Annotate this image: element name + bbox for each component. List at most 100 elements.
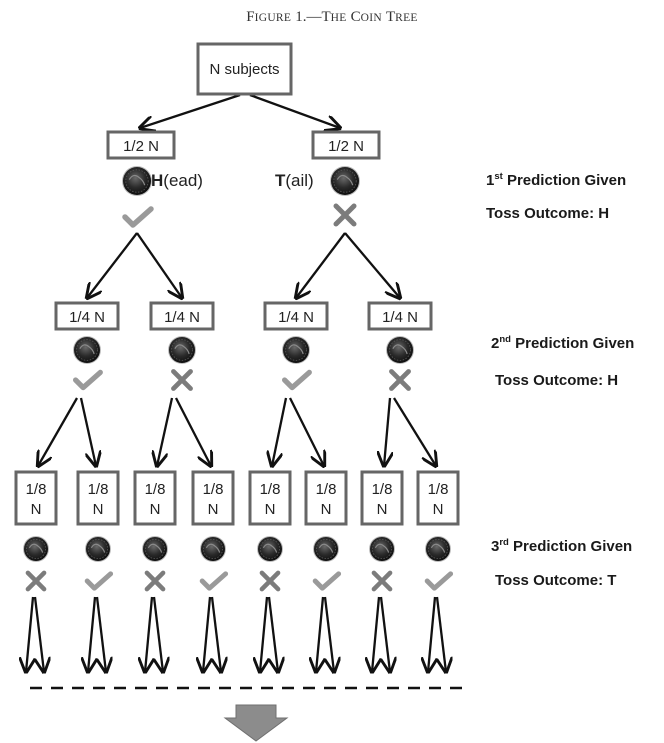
round2-outcome-label: Toss Outcome: H — [495, 372, 619, 389]
coin-icon — [386, 336, 414, 364]
tree-edge-arrow — [249, 93, 340, 128]
level2-node-box — [54, 301, 120, 331]
coin-icon — [23, 536, 49, 562]
coin-icon — [85, 536, 111, 562]
level3-node-box — [248, 470, 292, 526]
coin-edge-dots — [144, 539, 165, 560]
coin-face — [24, 537, 48, 561]
level3-node-unit: N — [377, 501, 388, 518]
check-mark-icon — [199, 571, 229, 591]
tree-edge-arrow — [260, 596, 267, 672]
tree-edge-arrow — [88, 596, 95, 672]
coin-face — [331, 167, 359, 195]
round1-ordinal: 1 — [486, 172, 495, 189]
cross-stroke — [25, 570, 47, 592]
level3-node-fraction: 1/8 — [260, 481, 281, 498]
coin-edge-dots — [333, 169, 357, 193]
level2-node-box — [367, 301, 433, 331]
level1-node-box — [311, 130, 381, 160]
level2-node: 1/4 N — [263, 301, 329, 331]
coin-face — [258, 537, 282, 561]
level3-node-box — [14, 470, 58, 526]
coin-edge-dots — [25, 539, 47, 560]
cross-mark-icon — [371, 570, 393, 592]
tree-edge-arrow — [344, 232, 400, 298]
tree-edge-arrow — [210, 596, 221, 672]
check-mark-icon — [312, 571, 342, 591]
level1-node-right: 1/2 N — [311, 130, 381, 160]
heads-letter: H — [151, 171, 164, 190]
down-arrow-icon — [223, 704, 289, 742]
coin-relief — [430, 543, 446, 553]
level2-node-box — [263, 301, 329, 331]
coin-edge-dots — [171, 339, 193, 361]
coin-relief — [336, 174, 354, 186]
level3-node: 1/8 N — [304, 470, 348, 526]
level3-node-fraction: 1/8 — [88, 481, 109, 498]
tree-edge-arrow — [26, 596, 33, 672]
coin-edge-dots — [76, 339, 98, 361]
coin-and-mark-icons — [23, 166, 454, 592]
coin-face — [426, 537, 450, 561]
round1-prediction-label: 1st Prediction Given — [486, 171, 626, 189]
title-word-figure: IGURE — [254, 12, 292, 24]
level1-node-box — [106, 130, 176, 160]
level2-node-label: 1/4 N — [382, 309, 418, 326]
level3-node: 1/8 N — [248, 470, 292, 526]
level3-node: 1/8 N — [76, 470, 120, 526]
coin-relief — [262, 543, 278, 553]
tree-edge-arrow — [33, 596, 44, 672]
cross-stroke — [371, 570, 393, 592]
title-number: 1.—T — [295, 9, 331, 25]
title-initial-c: C — [350, 9, 361, 25]
tree-edge-arrow — [152, 596, 163, 672]
coin-icon — [282, 336, 310, 364]
coin-edge-dots — [125, 169, 149, 193]
level3-node: 1/8 N — [14, 470, 58, 526]
coin-icon — [257, 536, 283, 562]
coin-relief — [28, 543, 44, 553]
title-initial-f: F — [246, 9, 255, 25]
coin-edge-dots — [315, 539, 336, 560]
level3-node-box — [360, 470, 404, 526]
coin-edge-dots — [259, 539, 280, 560]
coin-relief — [318, 543, 334, 553]
coin-face — [283, 337, 309, 363]
coin-relief — [205, 543, 221, 553]
check-mark-icon — [424, 571, 454, 591]
cross-mark-icon — [25, 570, 47, 592]
tree-edge-arrow — [157, 397, 174, 466]
coin-icon — [142, 536, 168, 562]
level3-node-unit: N — [321, 501, 332, 518]
level3-node-fraction: 1/8 — [145, 481, 166, 498]
round3-suffix: rd — [499, 537, 509, 548]
tree-edge-arrow — [38, 397, 78, 466]
coin-icon — [330, 166, 360, 196]
coin-relief — [374, 543, 390, 553]
tree-edge-arrow — [296, 232, 346, 298]
cross-mark-icon — [333, 203, 357, 227]
level3-node-box — [304, 470, 348, 526]
cross-mark-icon — [144, 570, 166, 592]
coin-relief — [174, 344, 190, 355]
coin-edge-dots — [389, 339, 411, 361]
level2-node: 1/4 N — [54, 301, 120, 331]
coin-face — [74, 337, 100, 363]
check-mark-icon — [84, 571, 114, 591]
title-word-coin: OIN — [360, 12, 382, 24]
coin-face — [314, 537, 338, 561]
coin-face — [123, 167, 151, 195]
tree-edge-arrow — [87, 232, 138, 298]
coin-icon — [369, 536, 395, 562]
coin-icon — [313, 536, 339, 562]
level3-nodes: 1/8 N 1/8 N 1/8 N 1/8 N 1/8 N 1/8 N — [14, 470, 460, 526]
tree-edge-arrow — [145, 596, 152, 672]
tree-edge-arrow — [379, 596, 390, 672]
round2-ordinal: 2 — [491, 335, 500, 352]
round1-text: Prediction Given — [502, 172, 627, 189]
tree-edges — [26, 93, 446, 672]
tree-edge-arrow — [203, 596, 210, 672]
level3-node-box — [133, 470, 177, 526]
level3-node-fraction: 1/8 — [26, 481, 47, 498]
